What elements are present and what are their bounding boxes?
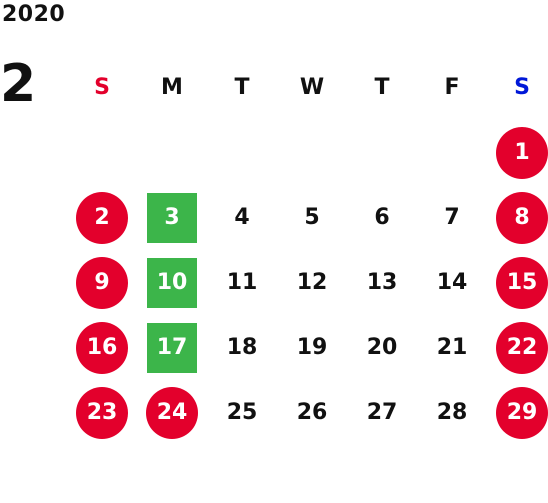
day-number: 10 bbox=[147, 257, 197, 308]
day-cell[interactable]: 11 bbox=[207, 250, 277, 315]
day-cell[interactable]: 16 bbox=[67, 315, 137, 380]
day-cell[interactable]: 29 bbox=[487, 380, 548, 445]
day-number: 18 bbox=[226, 335, 258, 360]
day-cell[interactable]: 23 bbox=[67, 380, 137, 445]
day-cell[interactable]: 17 bbox=[137, 315, 207, 380]
day-number: 22 bbox=[496, 321, 548, 374]
day-cell[interactable]: 3 bbox=[137, 185, 207, 250]
day-cell[interactable]: 25 bbox=[207, 380, 277, 445]
empty-day-cell bbox=[67, 120, 137, 185]
day-number: 29 bbox=[496, 386, 548, 439]
day-cell[interactable]: 27 bbox=[347, 380, 417, 445]
day-number: 11 bbox=[226, 270, 258, 295]
day-cell[interactable]: 20 bbox=[347, 315, 417, 380]
day-cell[interactable]: 5 bbox=[277, 185, 347, 250]
empty-day-cell bbox=[347, 120, 417, 185]
day-number: 26 bbox=[296, 400, 328, 425]
calendar-grid: S M T W T F S 1 2 3 4 5 6 7 8 9 10 11 12… bbox=[67, 55, 548, 445]
day-cell[interactable]: 1 bbox=[487, 120, 548, 185]
day-number: 27 bbox=[366, 400, 398, 425]
weekday-monday: M bbox=[161, 75, 183, 100]
day-cell[interactable]: 8 bbox=[487, 185, 548, 250]
weekday-thursday: T bbox=[374, 75, 390, 100]
empty-day-cell bbox=[207, 120, 277, 185]
day-cell[interactable]: 2 bbox=[67, 185, 137, 250]
day-cell[interactable]: 13 bbox=[347, 250, 417, 315]
day-number: 23 bbox=[76, 386, 128, 439]
day-number: 21 bbox=[436, 335, 468, 360]
day-number: 25 bbox=[226, 400, 258, 425]
day-number: 1 bbox=[496, 126, 548, 179]
day-cell[interactable]: 4 bbox=[207, 185, 277, 250]
day-number: 13 bbox=[366, 270, 398, 295]
day-number: 7 bbox=[444, 205, 460, 230]
weekday-wednesday: W bbox=[299, 75, 325, 100]
weekday-saturday: S bbox=[514, 75, 530, 100]
day-cell[interactable]: 22 bbox=[487, 315, 548, 380]
day-number: 16 bbox=[76, 321, 128, 374]
day-cell[interactable]: 10 bbox=[137, 250, 207, 315]
empty-day-cell bbox=[137, 120, 207, 185]
day-cell[interactable]: 9 bbox=[67, 250, 137, 315]
day-number: 19 bbox=[296, 335, 328, 360]
weekday-tuesday: T bbox=[234, 75, 250, 100]
day-cell[interactable]: 12 bbox=[277, 250, 347, 315]
day-number: 3 bbox=[147, 192, 197, 243]
empty-day-cell bbox=[277, 120, 347, 185]
day-cell[interactable]: 26 bbox=[277, 380, 347, 445]
month-number: 2 bbox=[0, 54, 37, 114]
day-cell[interactable]: 18 bbox=[207, 315, 277, 380]
day-cell[interactable]: 19 bbox=[277, 315, 347, 380]
day-number: 4 bbox=[234, 205, 250, 230]
day-cell[interactable]: 21 bbox=[417, 315, 487, 380]
day-cell[interactable]: 28 bbox=[417, 380, 487, 445]
day-cell[interactable]: 6 bbox=[347, 185, 417, 250]
day-cell[interactable]: 14 bbox=[417, 250, 487, 315]
day-number: 5 bbox=[304, 205, 320, 230]
day-cell[interactable]: 24 bbox=[137, 380, 207, 445]
day-number: 20 bbox=[366, 335, 398, 360]
day-number: 15 bbox=[496, 256, 548, 309]
empty-day-cell bbox=[417, 120, 487, 185]
day-number: 24 bbox=[146, 386, 198, 439]
day-number: 9 bbox=[76, 256, 128, 309]
day-number: 17 bbox=[147, 322, 197, 373]
day-number: 28 bbox=[436, 400, 468, 425]
day-cell[interactable]: 15 bbox=[487, 250, 548, 315]
year-label: 2020 bbox=[2, 2, 66, 27]
day-cell[interactable]: 7 bbox=[417, 185, 487, 250]
weekday-sunday: S bbox=[94, 75, 110, 100]
weekday-friday: F bbox=[444, 75, 460, 100]
day-number: 2 bbox=[76, 191, 128, 244]
day-number: 14 bbox=[436, 270, 468, 295]
day-number: 6 bbox=[374, 205, 390, 230]
day-number: 8 bbox=[496, 191, 548, 244]
day-number: 12 bbox=[296, 270, 328, 295]
